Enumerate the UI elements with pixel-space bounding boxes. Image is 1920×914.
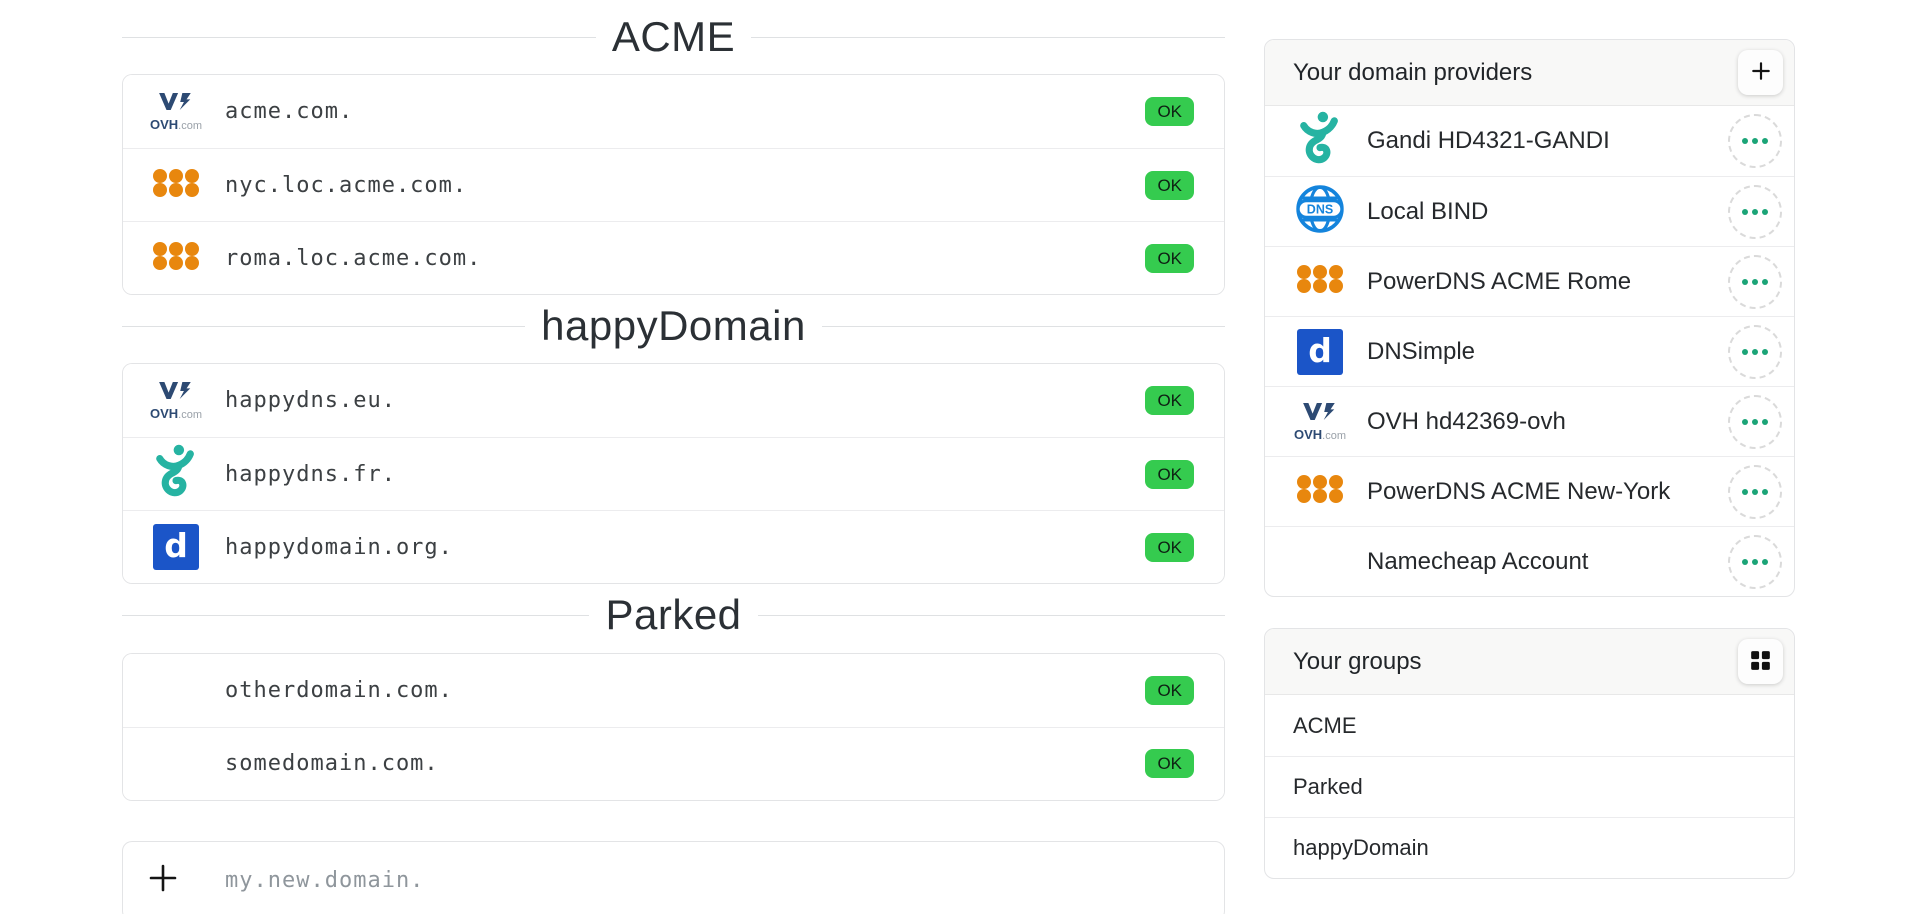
ovh-icon: OVH.com xyxy=(1293,402,1347,442)
plus-icon xyxy=(1750,60,1772,85)
domain-name: happydns.eu. xyxy=(225,388,396,414)
svg-text:DNS: DNS xyxy=(1307,203,1333,217)
domain-row[interactable]: OVH.com acme.com. OK xyxy=(123,75,1224,149)
ellipsis-icon xyxy=(1742,558,1748,565)
provider-name: PowerDNS ACME Rome xyxy=(1367,267,1632,295)
domain-name: happydomain.org. xyxy=(225,534,453,560)
domains-column: ACME OVH.com acme.com. OK nyc.loc.acme.c… xyxy=(122,0,1225,914)
provider-row[interactable]: PowerDNS ACME New-York xyxy=(1265,456,1794,526)
status-badge: OK xyxy=(1145,386,1194,416)
status-badge: OK xyxy=(1145,459,1194,489)
sidebar: Your domain providers Gandi HD4321-GANDI xyxy=(1264,0,1795,914)
add-provider-button[interactable] xyxy=(1738,50,1783,95)
provider-name: Gandi HD4321-GANDI xyxy=(1367,127,1610,154)
provider-name: PowerDNS ACME New-York xyxy=(1367,477,1671,505)
groups-panel: Your groups ACME Parked happyDomain xyxy=(1264,628,1795,879)
provider-menu-button[interactable] xyxy=(1728,534,1782,589)
domain-name: somedomain.com. xyxy=(225,751,439,777)
status-badge: OK xyxy=(1145,170,1194,200)
status-badge: OK xyxy=(1145,532,1194,562)
gandi-icon xyxy=(147,444,205,505)
provider-row[interactable]: Gandi HD4321-GANDI xyxy=(1265,106,1794,176)
bind-icon: DNS xyxy=(1293,184,1347,239)
namecheap-icon xyxy=(147,663,205,718)
domain-list-card: OVH.com happydns.eu. OK happydns.fr. OK … xyxy=(122,363,1225,585)
provider-row[interactable]: PowerDNS ACME Rome xyxy=(1265,246,1794,316)
domain-row[interactable]: otherdomain.com. OK xyxy=(123,653,1224,727)
ellipsis-icon xyxy=(1742,138,1748,144)
plus-icon xyxy=(147,862,179,899)
ellipsis-icon xyxy=(1742,278,1748,285)
group-section-title: Parked xyxy=(605,591,742,639)
domain-row[interactable]: happydns.fr. OK xyxy=(123,437,1224,511)
domain-name: otherdomain.com. xyxy=(225,677,453,703)
domain-row[interactable]: roma.loc.acme.com. OK xyxy=(123,221,1224,295)
status-badge: OK xyxy=(1145,97,1194,127)
domain-list-card: OVH.com acme.com. OK nyc.loc.acme.com. O… xyxy=(122,74,1225,296)
providers-panel-title: Your domain providers xyxy=(1293,58,1533,86)
provider-menu-button[interactable] xyxy=(1728,324,1782,379)
status-badge: OK xyxy=(1145,243,1194,273)
provider-name: Local BIND xyxy=(1367,197,1489,225)
domain-row[interactable]: nyc.loc.acme.com. OK xyxy=(123,148,1224,222)
domain-row[interactable]: d happydomain.org. OK xyxy=(123,510,1224,584)
group-section-header: happyDomain xyxy=(122,302,1225,350)
dnsimple-icon: d xyxy=(147,524,205,571)
group-row[interactable]: Parked xyxy=(1265,756,1794,817)
domain-row[interactable]: OVH.com happydns.eu. OK xyxy=(123,364,1224,438)
gandi-icon xyxy=(1293,111,1347,172)
providers-panel-header: Your domain providers xyxy=(1265,40,1794,106)
provider-row[interactable]: OVH.com OVH hd42369-ovh xyxy=(1265,386,1794,456)
ellipsis-icon xyxy=(1742,418,1748,425)
domain-row[interactable]: somedomain.com. OK xyxy=(123,726,1224,800)
ellipsis-icon xyxy=(1742,348,1748,355)
group-row[interactable]: ACME xyxy=(1293,712,1357,738)
group-section-title: ACME xyxy=(611,13,736,60)
provider-name: OVH hd42369-ovh xyxy=(1367,407,1566,435)
group-section-header: ACME xyxy=(122,13,1225,60)
groups-panel-header: Your groups xyxy=(1265,629,1794,695)
powerdns-icon xyxy=(1293,474,1347,509)
grid-icon xyxy=(1750,650,1771,674)
add-domain-bar xyxy=(122,840,1225,914)
domain-list-card: otherdomain.com. OK somedomain.com. OK xyxy=(122,652,1225,801)
namecheap-icon xyxy=(1293,534,1347,589)
status-badge: OK xyxy=(1145,675,1194,705)
provider-name: DNSimple xyxy=(1367,337,1476,365)
powerdns-icon xyxy=(147,168,205,203)
provider-menu-button[interactable] xyxy=(1728,394,1782,449)
provider-menu-button[interactable] xyxy=(1728,464,1782,519)
group-row[interactable]: happyDomain xyxy=(1265,817,1794,878)
provider-menu-button[interactable] xyxy=(1728,254,1782,309)
provider-menu-button[interactable] xyxy=(1728,114,1782,168)
providers-panel: Your domain providers Gandi HD4321-GANDI xyxy=(1264,39,1795,597)
status-badge: OK xyxy=(1145,749,1194,779)
provider-menu-button[interactable] xyxy=(1728,184,1782,239)
dnsimple-icon: d xyxy=(1293,328,1347,375)
ovh-icon: OVH.com xyxy=(147,381,205,421)
domain-name: acme.com. xyxy=(225,99,354,125)
ovh-icon: OVH.com xyxy=(147,92,205,132)
domain-name: nyc.loc.acme.com. xyxy=(225,172,468,198)
provider-row[interactable]: DNS Local BIND xyxy=(1265,176,1794,246)
provider-name: Namecheap Account xyxy=(1367,547,1589,575)
provider-row[interactable]: d DNSimple xyxy=(1265,316,1794,386)
domain-name: happydns.fr. xyxy=(225,461,396,487)
namecheap-icon xyxy=(147,736,205,791)
domain-name: roma.loc.acme.com. xyxy=(225,245,482,271)
group-section-header: Parked xyxy=(122,592,1225,638)
provider-row[interactable]: Namecheap Account xyxy=(1265,526,1794,596)
powerdns-icon xyxy=(1293,264,1347,299)
powerdns-icon xyxy=(147,241,205,276)
ellipsis-icon xyxy=(1742,208,1748,215)
ellipsis-icon xyxy=(1742,488,1748,495)
groups-view-button[interactable] xyxy=(1738,639,1783,684)
new-domain-input[interactable] xyxy=(225,868,1200,894)
groups-panel-title: Your groups xyxy=(1293,647,1422,675)
group-section-title: happyDomain xyxy=(541,302,806,350)
